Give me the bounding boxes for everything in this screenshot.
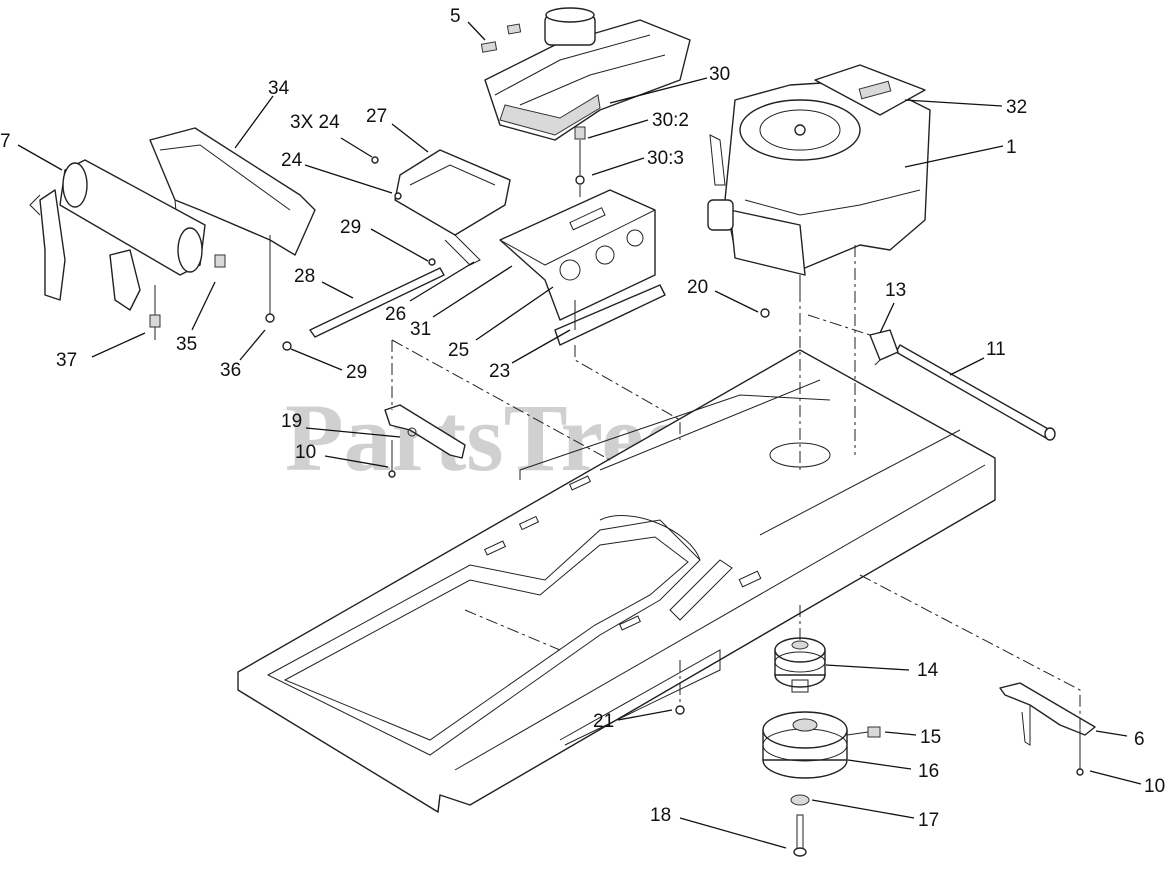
clutch bbox=[762, 711, 881, 857]
pulley bbox=[774, 637, 826, 693]
callout-30-2: 30:2 bbox=[652, 110, 689, 131]
callout-19: 19 bbox=[281, 411, 302, 432]
callout-29-lower: 29 bbox=[346, 362, 367, 383]
callout-7: 7 bbox=[0, 131, 11, 152]
callout-30-3: 30:3 bbox=[647, 148, 684, 169]
leader-lines bbox=[17, 21, 1142, 849]
mount-bracket bbox=[499, 189, 666, 346]
callout-29-upper: 29 bbox=[340, 217, 361, 238]
nut-21 bbox=[675, 705, 685, 715]
fuel-tank bbox=[480, 7, 691, 185]
bracket-6 bbox=[999, 682, 1096, 776]
callout-5: 5 bbox=[450, 6, 461, 27]
callout-27: 27 bbox=[366, 106, 387, 127]
muffler bbox=[29, 159, 275, 340]
callout-21: 21 bbox=[593, 711, 614, 732]
nut-20 bbox=[760, 308, 770, 318]
callout-24: 24 bbox=[281, 150, 303, 171]
callout-32: 32 bbox=[1006, 97, 1027, 118]
callout-17: 17 bbox=[918, 810, 939, 831]
callout-1: 1 bbox=[1006, 137, 1017, 158]
callout-35: 35 bbox=[176, 334, 197, 355]
exhaust-cover bbox=[371, 149, 511, 266]
fuel-line bbox=[869, 329, 1056, 441]
callout-25: 25 bbox=[448, 340, 469, 361]
callout-26: 26 bbox=[385, 304, 406, 325]
callout-23: 23 bbox=[489, 361, 510, 382]
callout-labels: 5 30 34 32 3X 24 27 30:2 7 1 24 30:3 29 … bbox=[0, 6, 1165, 831]
callout-3x24: 3X 24 bbox=[290, 112, 340, 133]
callout-36: 36 bbox=[220, 360, 241, 381]
callout-15: 15 bbox=[920, 727, 941, 748]
callout-10-right: 10 bbox=[1144, 776, 1165, 797]
callout-34: 34 bbox=[268, 78, 290, 99]
rod bbox=[282, 258, 445, 351]
callout-16: 16 bbox=[918, 761, 939, 782]
callout-14: 14 bbox=[917, 660, 939, 681]
callout-37: 37 bbox=[56, 350, 77, 371]
callout-30: 30 bbox=[709, 64, 730, 85]
callout-10-left: 10 bbox=[295, 442, 316, 463]
callout-6: 6 bbox=[1134, 729, 1145, 750]
callout-13: 13 bbox=[885, 280, 906, 301]
alignment-lines bbox=[391, 185, 1081, 730]
callout-18: 18 bbox=[650, 805, 671, 826]
bracket-19 bbox=[384, 404, 466, 478]
callout-28: 28 bbox=[294, 266, 315, 287]
callout-11: 11 bbox=[986, 339, 1006, 360]
engine bbox=[707, 64, 931, 290]
callout-31: 31 bbox=[410, 319, 431, 340]
callout-20: 20 bbox=[687, 277, 708, 298]
